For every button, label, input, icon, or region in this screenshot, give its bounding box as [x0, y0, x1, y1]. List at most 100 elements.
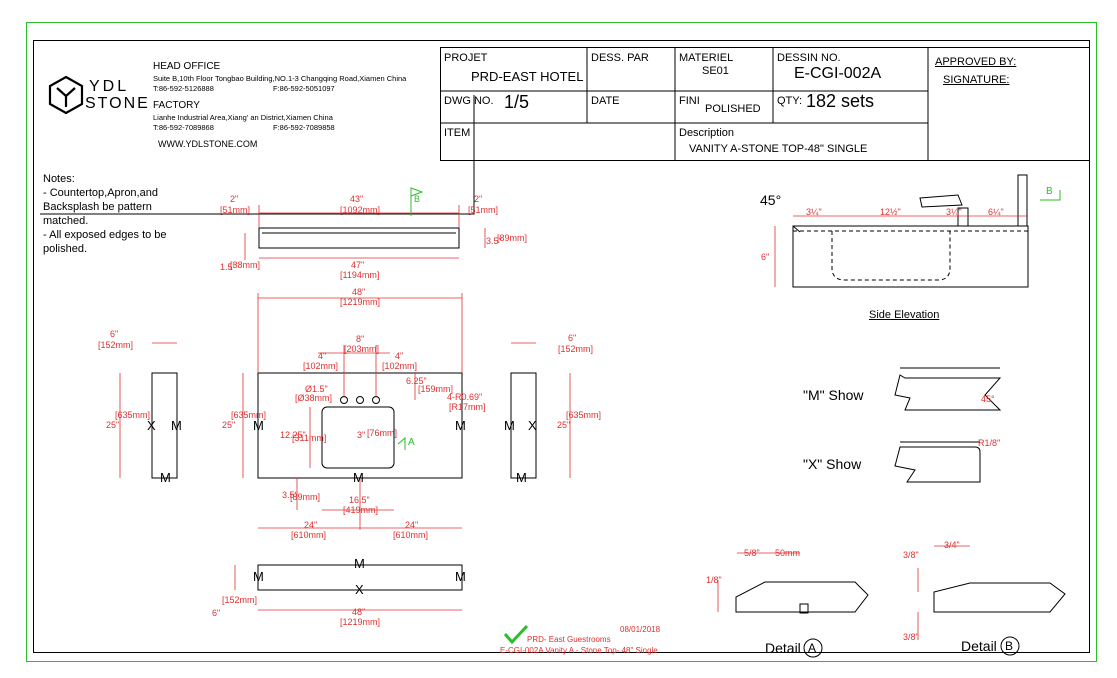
dim-102mm-a: [102mm]: [303, 361, 339, 371]
logo-text-ydl: YDL: [89, 78, 130, 95]
notes-line-5: polished.: [43, 243, 88, 255]
notes-line-3: matched.: [43, 215, 89, 227]
head-office-address: Suite B,10th Floor Tongbao Building,NO.1…: [153, 74, 407, 83]
dim-47in: 47": [351, 260, 365, 270]
notes-title: Notes:: [43, 173, 75, 185]
dim-610mm-b: [610mm]: [393, 530, 429, 540]
dim-6-25in: 6.25": [406, 376, 427, 386]
side-b-flag: [1040, 190, 1061, 201]
side-b-label: B: [1046, 186, 1053, 197]
dim-4in-b: 4": [395, 351, 404, 361]
qty-value: 182 sets: [806, 91, 875, 111]
mark-x-front: X: [355, 582, 364, 597]
side-dim-6: 6": [761, 252, 770, 262]
title-block-grid: [440, 47, 1090, 161]
desc-value: VANITY A-STONE TOP-48" SINGLE: [689, 143, 868, 155]
dess-par-label: DESS. PAR: [591, 52, 649, 64]
item-label: ITEM: [444, 127, 471, 139]
mark-m-left-m2: M: [160, 470, 171, 485]
dim-152mm-left: [152mm]: [98, 340, 134, 350]
dim-6in-right: 6": [568, 333, 577, 343]
m-show-angle: 45°: [981, 394, 995, 404]
dim-3-5in: 3.5": [486, 236, 502, 246]
notes-line-4: - All exposed edges to be: [43, 229, 167, 241]
mark-m-front-top: M: [354, 556, 365, 571]
detail-a-label: Detail: [765, 640, 801, 656]
dwg-value: 1/5: [504, 92, 530, 112]
section-b-label: B: [414, 194, 421, 204]
dim-51mm: [51mm]: [220, 205, 251, 215]
dim-89mm: [89mm]: [497, 233, 528, 243]
materiel-label: MATERIEL: [679, 52, 734, 64]
title-block: PROJET PRD-EAST HOTEL DESS. PAR MATERIEL…: [440, 47, 1090, 161]
mark-m-plan-left: M: [253, 418, 264, 433]
x-show-label: "X" Show: [803, 456, 862, 472]
detail-b-34: 3/4": [944, 540, 960, 550]
mark-m-right-x: X: [528, 418, 537, 433]
mark-m-left-x: X: [147, 418, 156, 433]
stamp-line2: E-CGI-002A Vanity A - Stone Top- 48" Sin…: [500, 646, 658, 655]
dim-phi: Ø1.5": [305, 384, 328, 394]
approved-label: APPROVED BY:: [935, 56, 1017, 68]
dim-25in-right: 25": [557, 420, 571, 430]
x-show-radius: R1/8": [978, 438, 1001, 448]
desc-label: Description: [679, 127, 735, 139]
dim-25in-left: 25": [106, 420, 120, 430]
dim-4in-a: 4": [318, 351, 327, 361]
fini-label: FINI: [679, 95, 700, 107]
dim-610mm-a: [610mm]: [291, 530, 327, 540]
left-side-view: [151, 372, 178, 479]
notes: Notes: - Countertop,Apron,and Backsplash…: [43, 172, 167, 256]
dim-48in: 48": [352, 287, 366, 297]
dim-8in: 8": [356, 334, 365, 344]
m-show-label: "M" Show: [803, 387, 864, 403]
ydl-logo-icon: [48, 75, 84, 115]
dim-1092mm: [1092mm]: [340, 205, 381, 215]
dim-6in-front: 6": [212, 608, 221, 618]
detail-b-38b: 3/8": [903, 632, 919, 642]
dim-radius-mm: [R17mm]: [449, 402, 486, 412]
top-profile-view: [258, 227, 460, 249]
detail-a-18: 1/8": [706, 575, 722, 585]
side-elevation-body: [792, 225, 1029, 288]
dim-311mm: [311mm]: [292, 433, 327, 443]
detail-b-38a: 3/8": [903, 550, 919, 560]
qty-label: QTY:: [777, 95, 803, 107]
faucet-hole-center: [356, 396, 364, 404]
head-office-tel: T:86-592-5126888: [153, 84, 214, 93]
date-label: DATE: [591, 95, 620, 107]
side-dim-3r: 3¼": [946, 207, 962, 217]
factory-title: FACTORY: [153, 100, 200, 111]
dim-25in: 25": [222, 420, 236, 430]
dim-radius: 4-R0.69": [447, 392, 483, 402]
stamp-line1: PRD- East Guestrooms: [527, 635, 611, 644]
dim-635mm-left: [635mm]: [115, 410, 151, 420]
green-border-top: [26, 22, 1096, 23]
dim-6in-left: 6": [110, 329, 119, 339]
green-border-right: [1096, 22, 1097, 662]
side-dim-3q: 3¼": [806, 207, 822, 217]
dim-152mm-right: [152mm]: [558, 344, 594, 354]
green-border-bottom: [26, 661, 1096, 662]
side-angle: 45°: [760, 192, 782, 208]
dim-24in-b: 24": [405, 520, 419, 530]
dim-16-5in: 16.5": [349, 495, 370, 505]
factory-address: Lianhe Industrial Area,Xiang' an Distric…: [153, 113, 333, 122]
dim-1194mm: [1194mm]: [340, 270, 380, 280]
dim-76mm: [76mm]: [367, 428, 398, 438]
dim-635mm-right: [635mm]: [566, 410, 602, 420]
dim-203mm: [203mm]: [344, 344, 380, 354]
dim-2in-b: 2": [474, 194, 483, 204]
dessin-label: DESSIN NO.: [777, 52, 841, 64]
dim-1219mm: [1219mm]: [340, 297, 381, 307]
detail-a-58: 5/8": [744, 548, 760, 558]
dim-3in: 3": [357, 430, 366, 440]
detail-b-mark: B: [1005, 639, 1014, 653]
dim-159mm: [159mm]: [418, 384, 454, 394]
logo-text-stone: STONE: [85, 95, 150, 112]
side-elevation-title: Side Elevation: [869, 309, 940, 321]
dim-635mm: [635mm]: [231, 410, 267, 420]
side-dim-12: 12½": [880, 207, 901, 217]
factory-fax: F:86-592-7089858: [273, 123, 335, 132]
approved-check-icon: [503, 624, 529, 645]
